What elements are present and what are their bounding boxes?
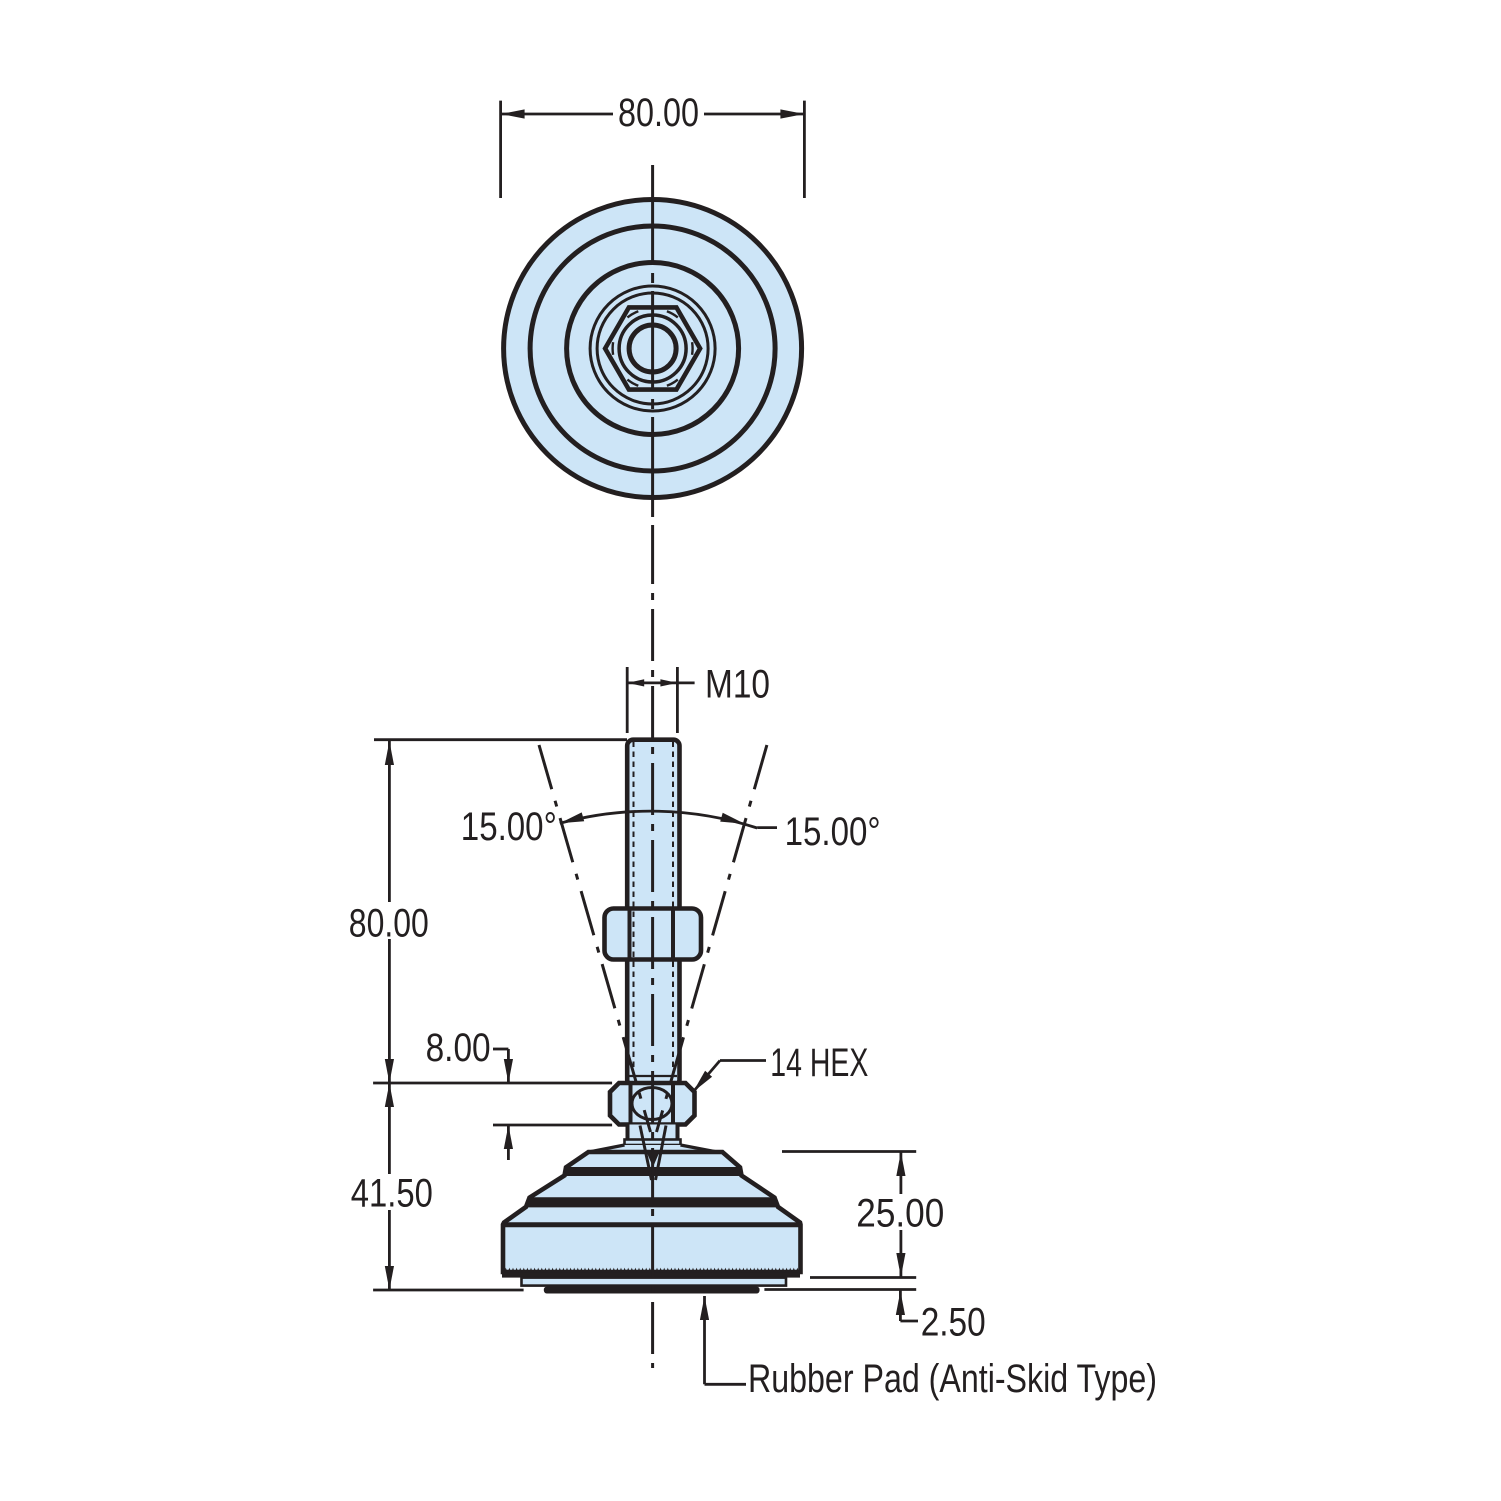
svg-text:80.00: 80.00 <box>618 91 699 135</box>
svg-text:8.00: 8.00 <box>426 1026 491 1070</box>
svg-text:41.50: 41.50 <box>351 1172 433 1216</box>
svg-text:15.00°: 15.00° <box>461 805 557 849</box>
svg-text:25.00: 25.00 <box>856 1191 944 1235</box>
svg-text:2.50: 2.50 <box>921 1301 986 1345</box>
svg-text:80.00: 80.00 <box>349 902 429 946</box>
svg-text:15.00°: 15.00° <box>785 810 881 854</box>
svg-text:M10: M10 <box>705 663 770 707</box>
svg-text:Rubber Pad (Anti-Skid Type): Rubber Pad (Anti-Skid Type) <box>748 1357 1157 1401</box>
svg-text:14 HEX: 14 HEX <box>770 1041 868 1085</box>
